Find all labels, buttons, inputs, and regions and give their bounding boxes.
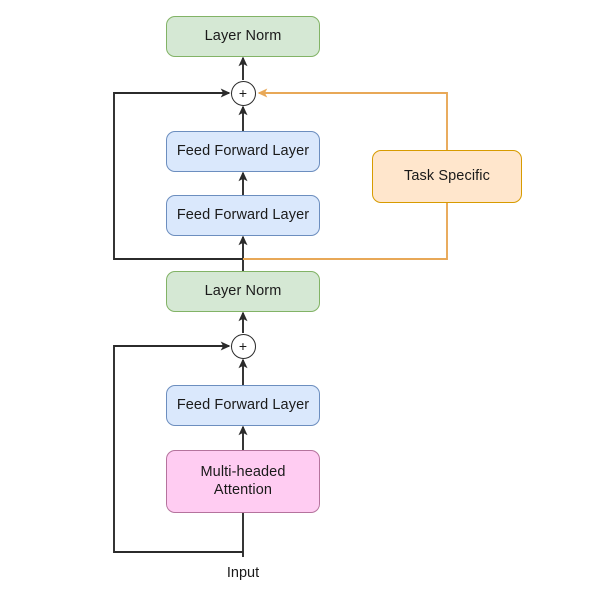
label-input-text: Input xyxy=(226,565,260,581)
node-add-bottom[interactable]: + xyxy=(230,333,256,359)
node-layer-norm-mid-label: Layer Norm xyxy=(204,282,282,299)
node-feed-forward-upper-a-label: Feed Forward Layer xyxy=(176,142,310,159)
node-layer-norm-mid[interactable]: Layer Norm xyxy=(166,271,320,312)
label-input: Input xyxy=(227,565,259,581)
node-multi-headed-attention[interactable]: Multi-headed Attention xyxy=(166,450,320,513)
node-add-top-label: + xyxy=(238,85,248,101)
node-layer-norm-top[interactable]: Layer Norm xyxy=(166,16,320,57)
node-add-bottom-label: + xyxy=(238,338,248,354)
node-feed-forward-upper-b[interactable]: Feed Forward Layer xyxy=(166,195,320,236)
node-feed-forward-lower-label: Feed Forward Layer xyxy=(176,396,310,413)
node-feed-forward-upper-b-label: Feed Forward Layer xyxy=(176,206,310,223)
node-multi-headed-attention-label: Multi-headed Attention xyxy=(200,463,286,498)
node-add-top[interactable]: + xyxy=(230,80,256,106)
node-feed-forward-lower[interactable]: Feed Forward Layer xyxy=(166,385,320,426)
edge-input-residual-to-add-bottom xyxy=(113,341,243,553)
node-task-specific[interactable]: Task Specific xyxy=(372,150,522,203)
node-feed-forward-upper-a[interactable]: Feed Forward Layer xyxy=(166,131,320,172)
node-layer-norm-top-label: Layer Norm xyxy=(204,27,282,44)
node-task-specific-label: Task Specific xyxy=(404,167,490,184)
edge-residual-black-to-add-top xyxy=(113,88,243,260)
